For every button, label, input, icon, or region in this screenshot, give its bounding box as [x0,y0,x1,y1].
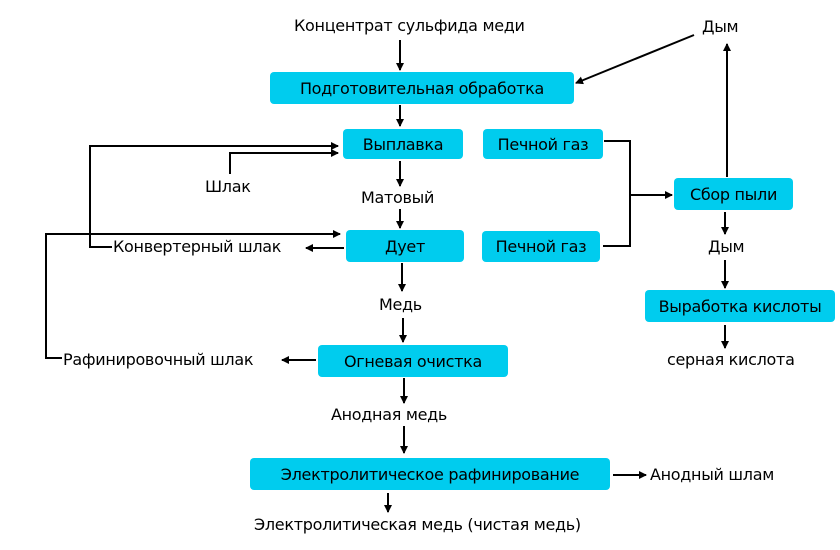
box-acid-production: Выработка кислоты [645,290,835,322]
label-refining-slag: Рафинировочный шлак [63,350,254,369]
arrow-slag-to-smelting [229,149,339,174]
label-copper: Медь [379,295,422,314]
box-electrolytic-refining: Электролитическое рафинирование [250,458,610,490]
box-fire-refining: Огневая очистка [318,345,508,377]
arrow-converter-slag-to-smelting [89,142,339,248]
label-smoke-top: Дым [702,17,739,36]
box-converting: Дует [346,230,464,262]
label-concentrate: Концентрат сульфида меди [294,16,525,35]
label-sulfuric-acid: серная кислота [667,350,795,369]
box-dust-collection: Сбор пыли [674,178,793,210]
label-matte: Матовый [361,188,435,207]
label-converter-slag: Конвертерный шлак [113,237,282,256]
connector-furnace-gas-1 [603,140,631,247]
arrow-smoke-top-to-pretreatment [575,34,695,85]
box-furnace-gas-1: Печной газ [483,129,603,159]
box-pretreatment: Подготовительная обработка [270,72,574,104]
label-smoke-mid: Дым [708,237,745,256]
box-furnace-gas-2: Печной газ [482,231,600,262]
arrow-refining-slag-to-converting [45,230,341,359]
box-smelting: Выплавка [343,129,463,159]
label-anode-copper: Анодная медь [331,405,448,424]
label-anode-slime: Анодный шлам [650,465,774,484]
label-electrolytic-copper: Электролитическая медь (чистая медь) [254,515,581,534]
label-slag: Шлак [205,177,251,196]
